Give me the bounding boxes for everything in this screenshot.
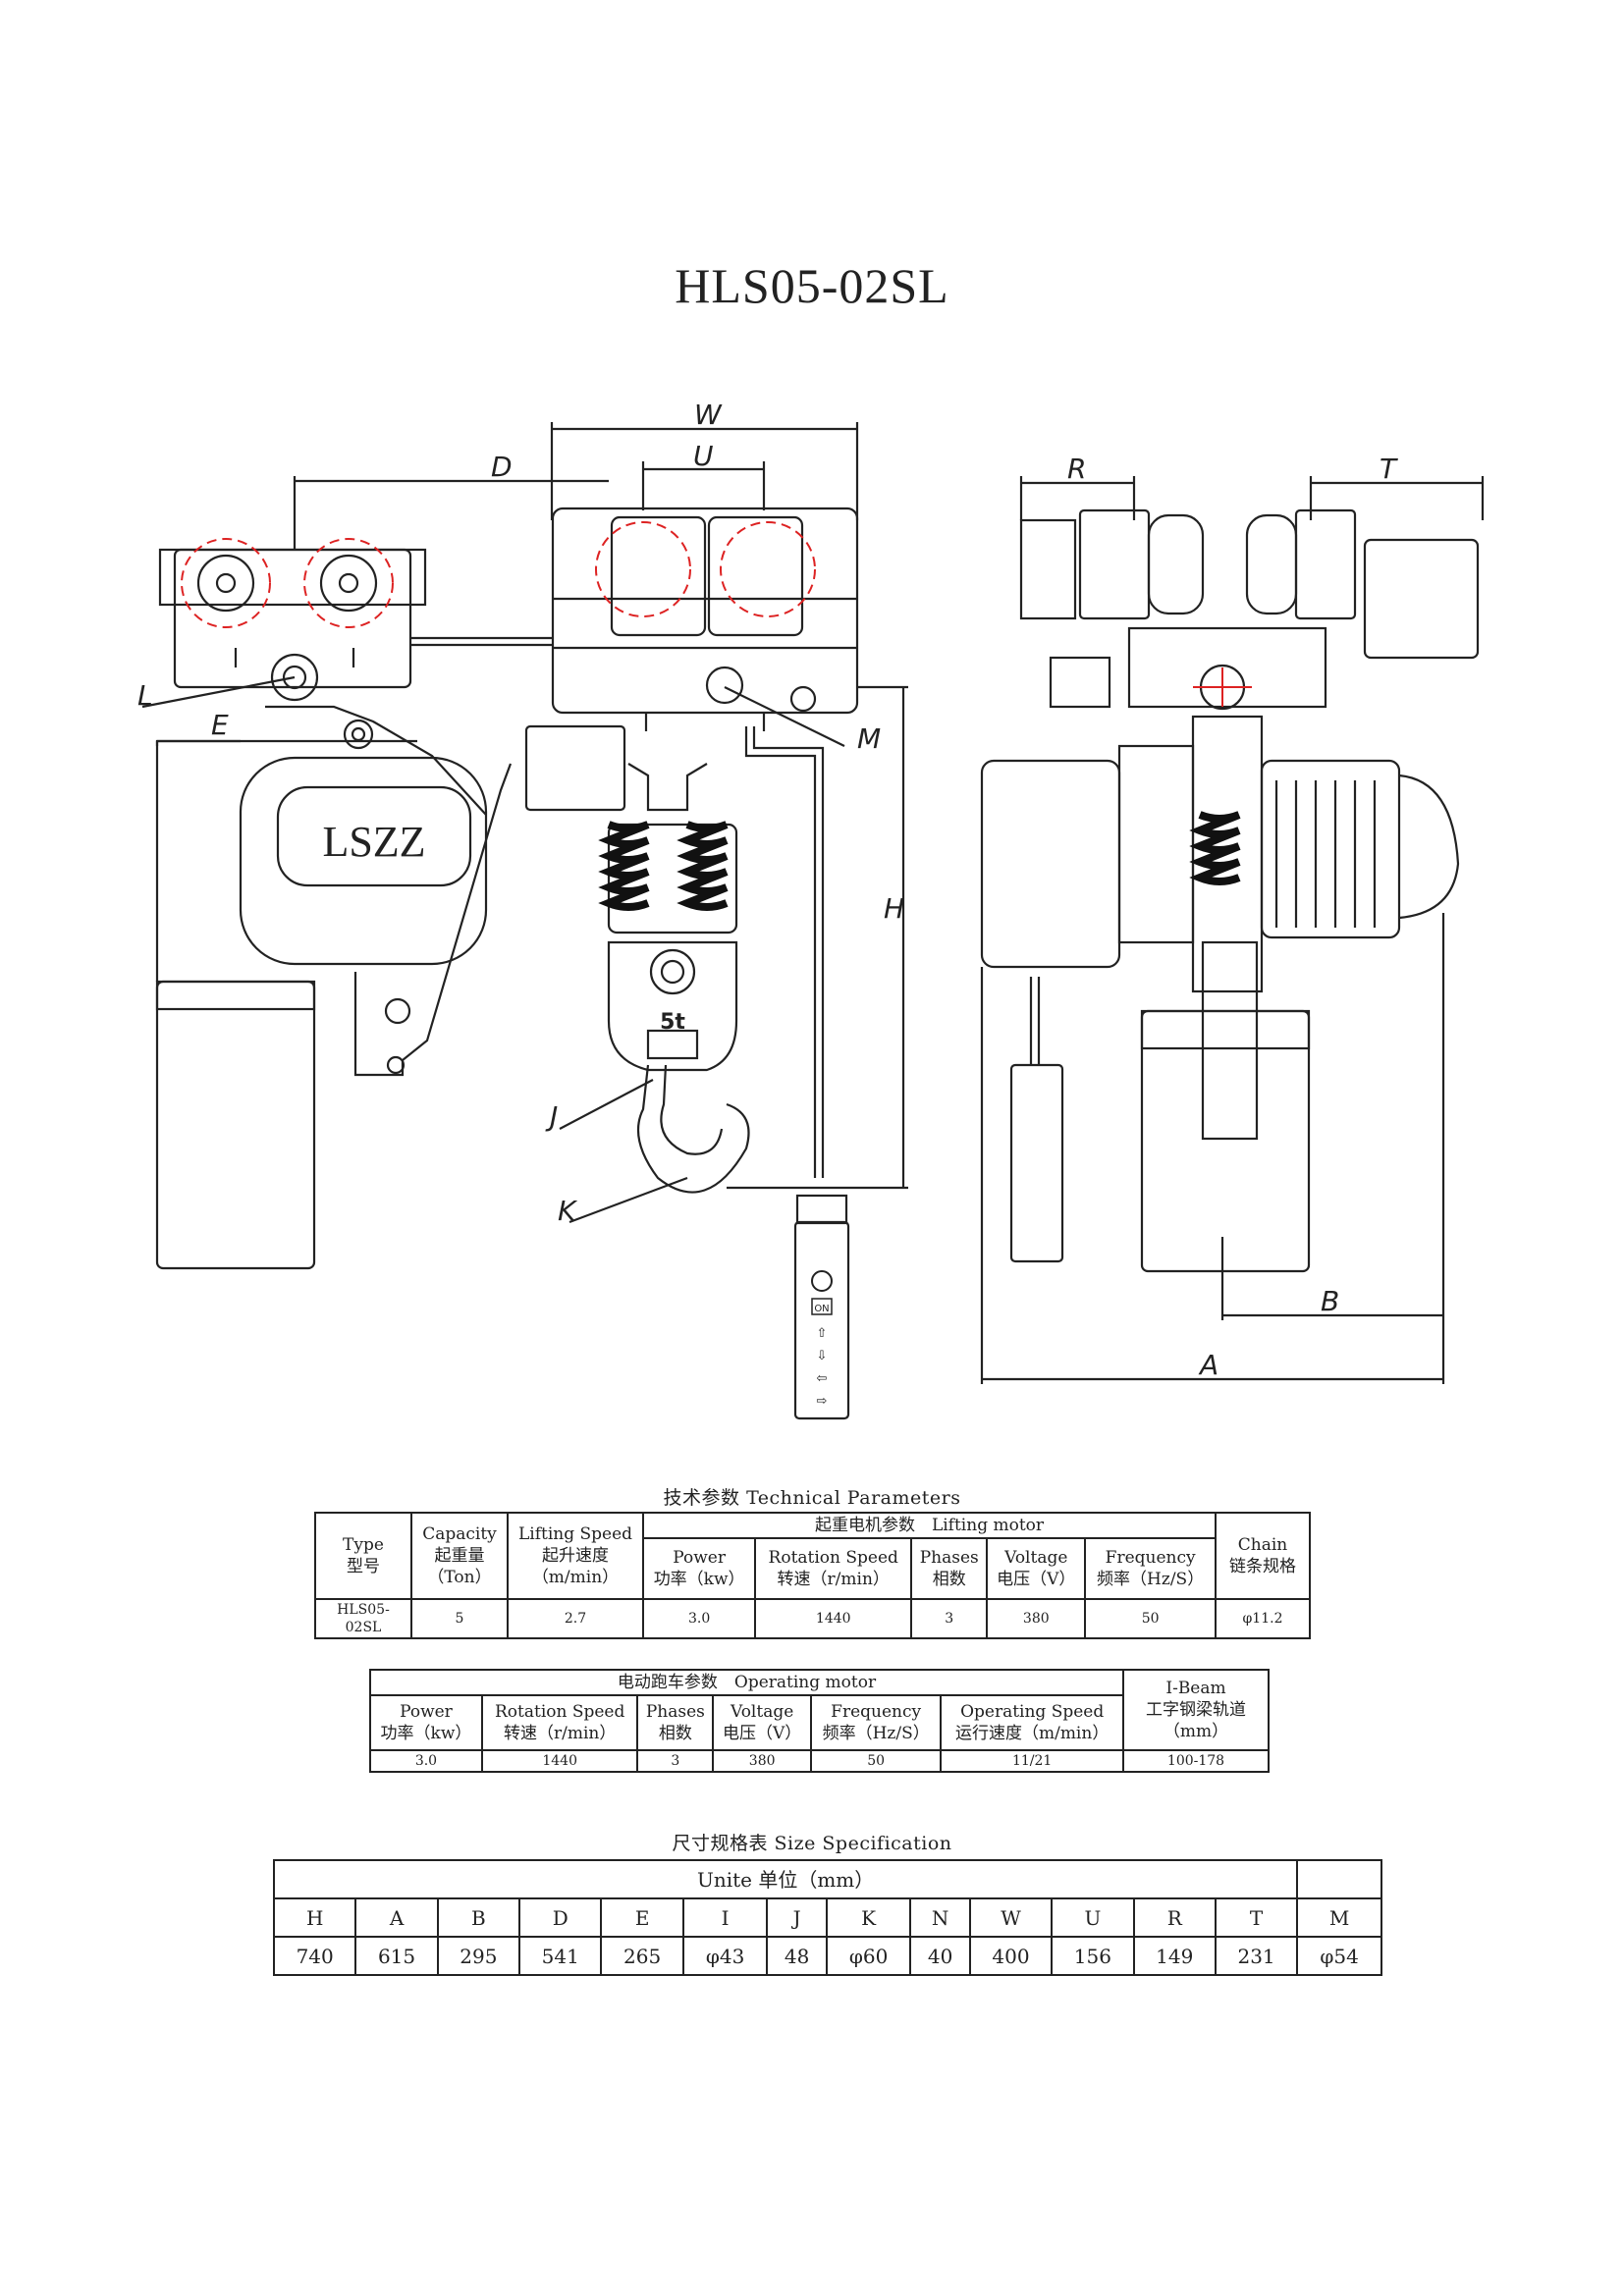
size-value-n: 40: [909, 1936, 971, 1976]
ibeam-value: 100-178: [1122, 1749, 1270, 1774]
dim-label-k: K: [558, 1195, 578, 1227]
size-value-j: 48: [766, 1936, 828, 1976]
size-header-h: H: [272, 1897, 357, 1938]
op-rotation-value: 1440: [480, 1749, 639, 1774]
size-header-e: E: [600, 1897, 684, 1938]
dim-label-h: H: [884, 892, 904, 925]
dim-label-l: L: [137, 679, 153, 712]
op-voltage-value: 380: [712, 1749, 812, 1774]
pendant-right-icon[interactable]: ⇨: [817, 1394, 828, 1409]
size-value-d: 541: [518, 1936, 603, 1976]
size-value-k: φ60: [825, 1936, 912, 1976]
dim-label-t: T: [1380, 453, 1398, 485]
dim-label-j: J: [545, 1100, 558, 1133]
dim-label-d: D: [491, 451, 513, 483]
pendant-on-button[interactable]: [811, 1298, 833, 1315]
size-value-b: 295: [436, 1936, 521, 1976]
phases-value: 3: [910, 1598, 989, 1640]
size-header-d: D: [518, 1897, 603, 1938]
frequency-value: 50: [1084, 1598, 1217, 1640]
size-value-i: φ43: [681, 1936, 769, 1976]
dim-label-m: M: [857, 722, 881, 755]
hoist-drawing: W U D R T L E M H J K B A LSZZ 5t ON ⇧ ⇩…: [137, 399, 1485, 1420]
op-speed-value: 11/21: [940, 1749, 1124, 1774]
size-unit-blank: [1296, 1859, 1382, 1899]
size-value-a: 615: [354, 1936, 439, 1976]
pendant-indicator-icon: [811, 1270, 833, 1292]
size-header-j: J: [766, 1897, 828, 1938]
size-unit-header: Unite 单位（mm）: [272, 1859, 1299, 1899]
trolley-front-view: [141, 422, 908, 1420]
tech-params-caption: 技术参数 Technical Parameters: [663, 1487, 961, 1509]
op-frequency-value: 50: [809, 1749, 943, 1774]
brand-logo-text: LSZZ: [322, 818, 425, 866]
op-phases-value: 3: [636, 1749, 715, 1774]
chain-value: φ11.2: [1215, 1598, 1311, 1640]
drawing-title: HLS05-02SL: [675, 258, 949, 313]
lifting-motor-header: 起重电机参数 Lifting motor: [642, 1511, 1217, 1540]
size-header-m: M: [1296, 1897, 1382, 1938]
pendant-left-icon[interactable]: ⇦: [817, 1371, 828, 1386]
operating-motor-header: 电动跑车参数 Operating motor: [369, 1668, 1124, 1697]
voltage-value: 380: [986, 1598, 1087, 1640]
size-value-m: φ54: [1296, 1936, 1382, 1976]
rotation-value: 1440: [754, 1598, 913, 1640]
size-header-w: W: [968, 1897, 1054, 1938]
hook-capacity-mark: 5t: [660, 1010, 685, 1035]
dim-label-e: E: [211, 709, 229, 741]
capacity-value: 5: [410, 1598, 509, 1640]
size-header-i: I: [681, 1897, 769, 1938]
dim-label-a: A: [1198, 1349, 1218, 1381]
size-header-b: B: [436, 1897, 521, 1938]
power-value: 3.0: [641, 1598, 757, 1640]
pendant-down-icon[interactable]: ⇩: [817, 1349, 828, 1363]
size-value-u: 156: [1051, 1936, 1135, 1976]
size-header-n: N: [909, 1897, 971, 1938]
size-header-t: T: [1214, 1897, 1299, 1938]
pendant-on-label: ON: [814, 1304, 829, 1314]
lifting-speed-value: 2.7: [507, 1598, 644, 1640]
hoist-side-view: [980, 476, 1485, 1384]
size-header-a: A: [354, 1897, 439, 1938]
size-spec-caption: 尺寸规格表 Size Specification: [672, 1833, 952, 1854]
size-value-t: 231: [1214, 1936, 1299, 1976]
pendant-up-icon[interactable]: ⇧: [817, 1326, 828, 1341]
dim-label-w: W: [694, 399, 723, 431]
size-header-k: K: [825, 1897, 912, 1938]
dim-label-b: B: [1321, 1285, 1339, 1317]
size-header-u: U: [1051, 1897, 1135, 1938]
size-value-e: 265: [600, 1936, 684, 1976]
size-value-h: 740: [272, 1936, 357, 1976]
type-value: HLS05-02SL: [314, 1598, 412, 1640]
size-value-r: 149: [1132, 1936, 1217, 1976]
size-value-w: 400: [968, 1936, 1054, 1976]
dim-label-r: R: [1067, 453, 1086, 485]
dim-label-u: U: [693, 440, 714, 472]
op-power-value: 3.0: [369, 1749, 483, 1774]
size-header-r: R: [1132, 1897, 1217, 1938]
